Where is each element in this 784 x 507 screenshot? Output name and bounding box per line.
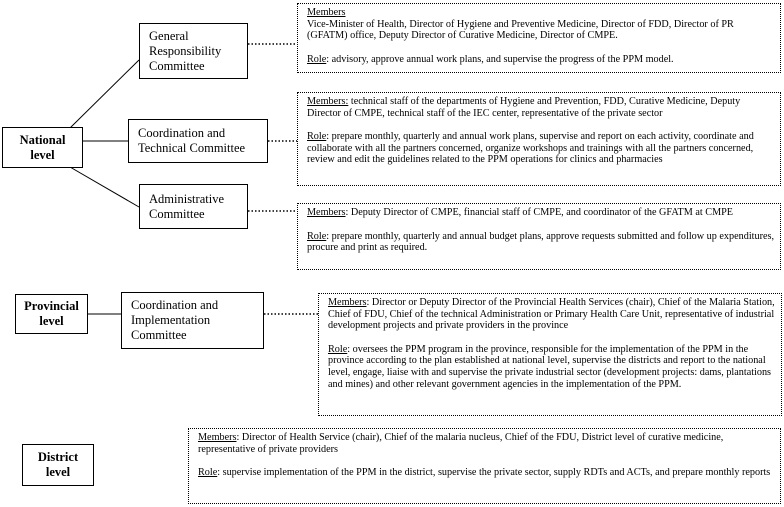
members-text: : Deputy Director of CMPE, financial sta… bbox=[345, 207, 734, 218]
committee-administrative-line1: Administrative bbox=[149, 191, 224, 206]
members-administrative: Members: Deputy Director of CMPE, financ… bbox=[307, 207, 774, 219]
role-text: : oversees the PPM program in the provin… bbox=[328, 343, 772, 390]
members-label: Members bbox=[198, 432, 237, 443]
members-district: Members: Director of Health Service (cha… bbox=[198, 432, 774, 455]
role-coordination: Role: prepare monthly, quarterly and ann… bbox=[307, 131, 774, 166]
members-text: : Director or Deputy Director of the Pro… bbox=[328, 297, 775, 332]
role-text: : advisory, approve annual work plans, a… bbox=[326, 53, 674, 65]
members-provincial: Members: Director or Deputy Director of … bbox=[328, 297, 775, 332]
members-label: Members: bbox=[307, 96, 349, 107]
level-national: National level bbox=[2, 127, 83, 168]
committee-coordination-line1: Coordination and bbox=[138, 126, 226, 140]
details-provincial: Members: Director or Deputy Director of … bbox=[318, 293, 782, 416]
connector-national-administrative bbox=[69, 166, 140, 208]
members-text: Vice-Minister of Health, Director of Hyg… bbox=[307, 18, 734, 42]
committee-general-line1: General bbox=[149, 28, 189, 43]
role-provincial: Role: oversees the PPM program in the pr… bbox=[328, 344, 775, 390]
details-administrative: Members: Deputy Director of CMPE, financ… bbox=[297, 203, 781, 270]
committee-provincial-line1: Coordination and bbox=[131, 298, 219, 312]
members-text: : Director of Health Service (chair), Ch… bbox=[198, 432, 724, 455]
members-label: Members bbox=[307, 7, 346, 18]
role-text: : supervise implementation of the PPM in… bbox=[217, 467, 771, 479]
committee-coordination-implementation: Coordination and Implementation Committe… bbox=[121, 292, 264, 349]
role-text: : prepare monthly, quarterly and annual … bbox=[307, 131, 754, 166]
role-district: Role: supervise implementation of the PP… bbox=[198, 467, 774, 479]
role-text: : prepare monthly, quarterly and annual … bbox=[307, 230, 775, 254]
committee-coordination-technical: Coordination and Technical Committee bbox=[128, 119, 268, 163]
committee-coordination-line2: Technical Committee bbox=[138, 141, 246, 155]
members-text: technical staff of the departments of Hy… bbox=[307, 96, 741, 119]
level-district-line1: District bbox=[37, 450, 79, 464]
role-administrative: Role: prepare monthly, quarterly and ann… bbox=[307, 231, 774, 254]
committee-administrative-line2: Committee bbox=[149, 206, 205, 221]
role-label: Role bbox=[307, 53, 327, 65]
members-label: Members bbox=[328, 297, 367, 308]
role-label: Role bbox=[328, 343, 348, 355]
level-national-line1: National bbox=[19, 132, 66, 147]
committee-administrative: Administrative Committee bbox=[139, 184, 248, 229]
level-district-line2: level bbox=[45, 465, 71, 479]
role-label: Role bbox=[307, 131, 327, 143]
committee-provincial-line3: Committee bbox=[131, 328, 187, 342]
committee-provincial-line2: Implementation bbox=[131, 313, 211, 327]
role-general: Role: advisory, approve annual work plan… bbox=[307, 54, 774, 66]
level-district: District level bbox=[22, 444, 94, 486]
level-national-line2: level bbox=[30, 147, 55, 162]
connector-national-general bbox=[69, 59, 140, 129]
members-coordination: Members: technical staff of the departme… bbox=[307, 96, 774, 119]
level-provincial-line1: Provincial bbox=[24, 299, 79, 313]
committee-general-line3: Committee bbox=[149, 58, 205, 73]
details-coordination-technical: Members: technical staff of the departme… bbox=[297, 92, 781, 186]
level-provincial-line2: level bbox=[39, 314, 64, 328]
members-label: Members bbox=[307, 207, 346, 218]
committee-general-line2: Responsibility bbox=[149, 43, 222, 58]
role-label: Role bbox=[307, 230, 327, 242]
role-label: Role bbox=[198, 467, 218, 479]
committee-general-responsibility: General Responsibility Committee bbox=[139, 23, 248, 79]
details-district: Members: Director of Health Service (cha… bbox=[188, 428, 781, 504]
level-provincial: Provincial level bbox=[15, 294, 88, 334]
